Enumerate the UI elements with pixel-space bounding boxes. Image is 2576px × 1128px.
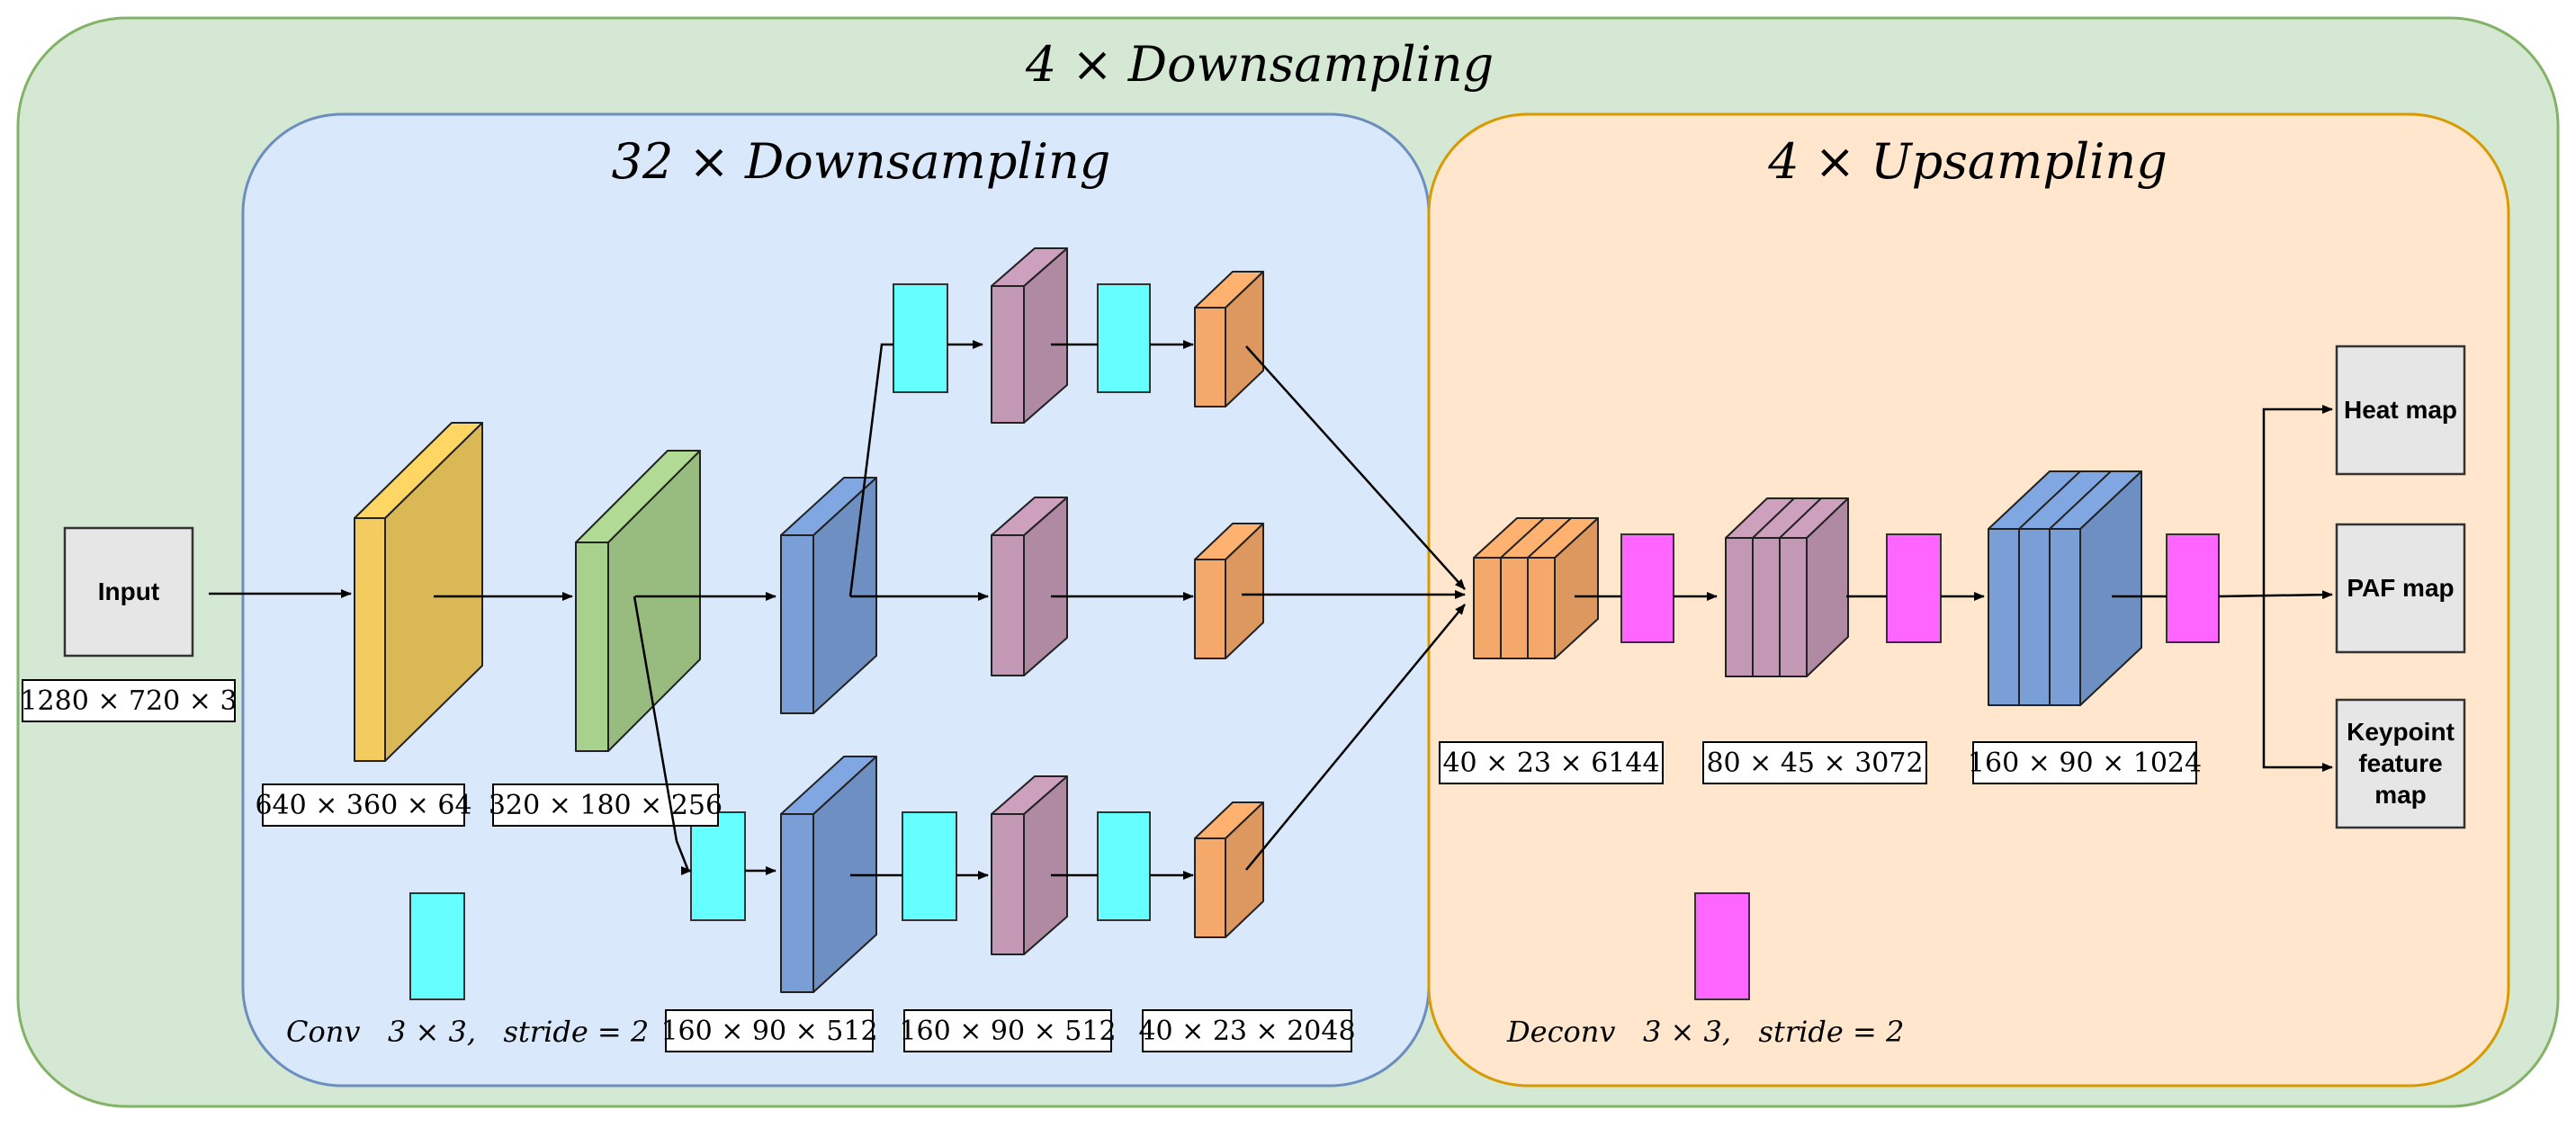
concat-purple-edge-2 xyxy=(1779,497,1822,539)
dim-orange-bottom: 40 × 23 × 2048 xyxy=(1138,1016,1355,1047)
upsampling-region xyxy=(1427,112,2510,1088)
layer-yellow xyxy=(354,422,483,762)
dim-yellow: 640 × 360 × 64 xyxy=(255,790,471,821)
keypoint-map-label-2: feature xyxy=(2358,749,2442,777)
input-label: Input xyxy=(98,577,159,605)
layer-orange-mid xyxy=(1194,523,1264,659)
heat-map-label: Heat map xyxy=(2344,396,2457,424)
concat-orange-front-1 xyxy=(1500,557,1529,659)
layer-purple-mid-front xyxy=(991,534,1025,676)
concat-purple-front-2 xyxy=(1779,537,1808,677)
layer-purple-top xyxy=(991,247,1068,424)
concat-blue-edge-2 xyxy=(2049,470,2112,530)
concat-purple-edge-1 xyxy=(1752,497,1795,539)
conv-top-2 xyxy=(1097,283,1151,393)
layer-purple-bottom xyxy=(991,775,1068,955)
heat-map-box xyxy=(2335,345,2466,476)
dim-box-purple-bottom xyxy=(903,1009,1112,1052)
layer-orange-top-front xyxy=(1194,307,1226,407)
arrow-deconv3-paf xyxy=(2218,590,2333,600)
connections xyxy=(209,340,2333,880)
concat-orange-edge-1 xyxy=(1500,517,1545,559)
concat-orange-front-0 xyxy=(1473,557,1502,659)
keypoint-map-label-1: Keypoint xyxy=(2347,718,2455,746)
conv-bottom-1 xyxy=(690,811,746,921)
dim-concat-orange: 40 × 23 × 6144 xyxy=(1442,748,1659,779)
keypoint-map-label-3: map xyxy=(2374,781,2427,809)
deconv-1 xyxy=(1620,533,1674,643)
concat-blue-front-0 xyxy=(1988,528,2020,706)
layer-purple-bottom-front xyxy=(991,813,1025,955)
layer-orange-top xyxy=(1194,271,1264,407)
layer-orange-bottom xyxy=(1194,801,1264,938)
deconv-3 xyxy=(2166,533,2220,643)
concat-purple-front-1 xyxy=(1752,537,1781,677)
layer-purple-top-front xyxy=(991,285,1025,424)
input-dims: 1280 × 720 × 3 xyxy=(20,685,237,717)
legend-deconv-swatch xyxy=(1694,892,1750,1000)
dim-box-green xyxy=(492,783,719,827)
concat-blue-edge-1 xyxy=(2018,470,2081,530)
conv-bottom-2 xyxy=(902,811,957,921)
concat-blue xyxy=(1988,470,2142,706)
legend-conv-text: Conv 3 × 3, stride = 2 xyxy=(286,1015,649,1049)
concat-purple xyxy=(1725,497,1849,677)
layer-blue-mid xyxy=(780,477,877,714)
layer-blue-bottom-front xyxy=(780,813,814,993)
input-box xyxy=(63,526,194,658)
dim-green: 320 × 180 × 256 xyxy=(489,790,723,821)
paf-map-box xyxy=(2335,523,2466,654)
legend-deconv-text: Deconv 3 × 3, stride = 2 xyxy=(1506,1015,1904,1049)
conv-bottom-3 xyxy=(1097,811,1151,921)
upsampling-title: 4 × Upsampling xyxy=(1767,133,2168,190)
arrow-blue-to-top-conv xyxy=(848,343,893,597)
conv-blocks xyxy=(690,283,2220,921)
layer-orange-bottom-front xyxy=(1194,837,1226,938)
paf-map-label: PAF map xyxy=(2347,574,2454,602)
concat-blue-front-1 xyxy=(2018,528,2051,706)
concat-purple-front-0 xyxy=(1725,537,1754,677)
dim-concat-purple: 80 × 45 × 3072 xyxy=(1706,748,1923,779)
dim-box-blue-bottom xyxy=(665,1009,874,1052)
concat-blue-front-2 xyxy=(2049,528,2081,706)
legend-conv-swatch xyxy=(409,892,465,1000)
dim-box-orange-bottom xyxy=(1142,1009,1352,1052)
keypoint-map-box xyxy=(2335,698,2466,829)
arrow-top-orange-concat xyxy=(1245,345,1466,590)
arrow-bot-orange-concat xyxy=(1245,604,1466,871)
dim-purple-bottom: 160 × 90 × 512 xyxy=(899,1016,1116,1047)
arrow-branch-keypoint xyxy=(2262,595,2333,772)
arrow-branch-heat xyxy=(2262,405,2333,595)
layer-blue-bottom xyxy=(780,756,877,993)
layer-yellow-front xyxy=(354,517,386,762)
arrow-green-to-bottom-conv xyxy=(633,595,692,875)
dim-box-yellow xyxy=(262,783,465,827)
dim-box-concat-purple xyxy=(1702,741,1927,784)
layer-purple-mid xyxy=(991,497,1068,676)
deconv-2 xyxy=(1886,533,1942,643)
concat-orange-front-2 xyxy=(1527,557,1556,659)
layer-green-front xyxy=(575,542,609,752)
dim-box-concat-orange xyxy=(1439,741,1664,784)
dimension-labels: 640 × 360 × 64 320 × 180 × 256 160 × 90 … xyxy=(255,741,2202,1052)
dim-blue-bottom: 160 × 90 × 512 xyxy=(660,1016,877,1047)
layer-blocks xyxy=(354,247,2142,993)
layer-blue-mid-front xyxy=(780,534,814,714)
conv-top-1 xyxy=(893,283,948,393)
concat-orange-edge-2 xyxy=(1527,517,1572,559)
layer-orange-mid-front xyxy=(1194,559,1226,659)
layer-green xyxy=(575,450,701,752)
dim-box-concat-blue xyxy=(1972,741,2197,784)
downsampling-title: 32 × Downsampling xyxy=(612,133,1111,190)
input-dims-box xyxy=(22,679,236,722)
outer-title: 4 × Downsampling xyxy=(1025,36,1494,93)
concat-orange xyxy=(1473,517,1599,659)
dim-concat-blue: 160 × 90 × 1024 xyxy=(1968,748,2202,779)
